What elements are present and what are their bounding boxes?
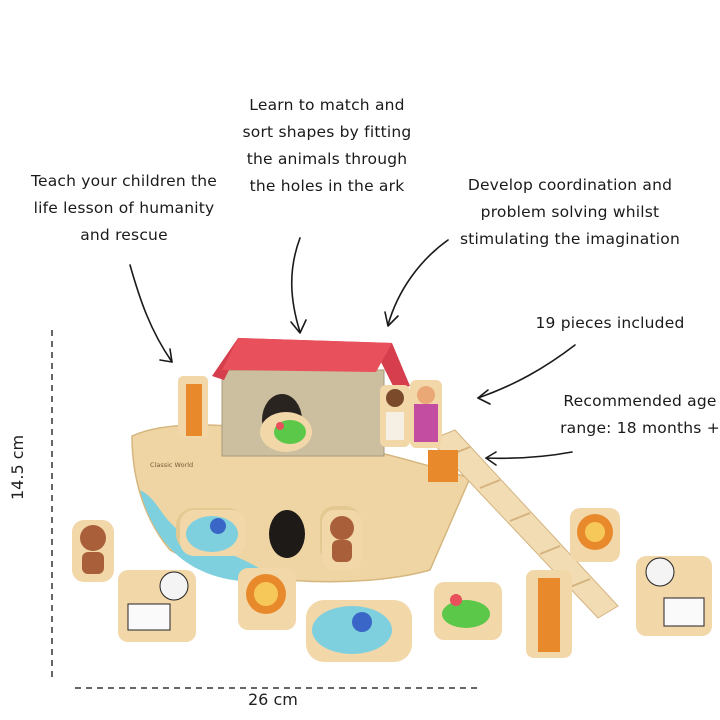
width-label: 26 cm [248, 690, 298, 709]
monkey-icon [72, 520, 114, 582]
zebra-icon [636, 556, 712, 636]
monkey-icon [322, 510, 362, 570]
callout-arrows [129, 237, 576, 466]
parrot-icon [260, 412, 312, 452]
wife-figure-icon [410, 380, 442, 448]
elephant-icon [180, 510, 246, 556]
callout-life-lesson: Teach your children the life lesson of h… [30, 172, 218, 244]
lion-icon [238, 568, 296, 630]
parrot-icon [434, 582, 502, 640]
height-label: 14.5 cm [8, 434, 27, 500]
brand-mark: Classic World [150, 461, 193, 469]
giraffe-icon [526, 570, 572, 658]
callout-age-range: Recommended age range: 18 months + [560, 392, 720, 437]
callout-match-sort: Learn to match and sort shapes by fittin… [242, 96, 412, 195]
callout-pieces: 19 pieces included [535, 314, 685, 332]
callout-coordination: Develop coordination and problem solving… [460, 176, 680, 248]
ladder-icon [428, 429, 619, 619]
giraffe-icon [178, 376, 208, 438]
noah-figure-icon [380, 385, 410, 447]
elephant-icon [306, 600, 412, 662]
zebra-icon [118, 570, 196, 642]
lion-icon [570, 508, 620, 562]
